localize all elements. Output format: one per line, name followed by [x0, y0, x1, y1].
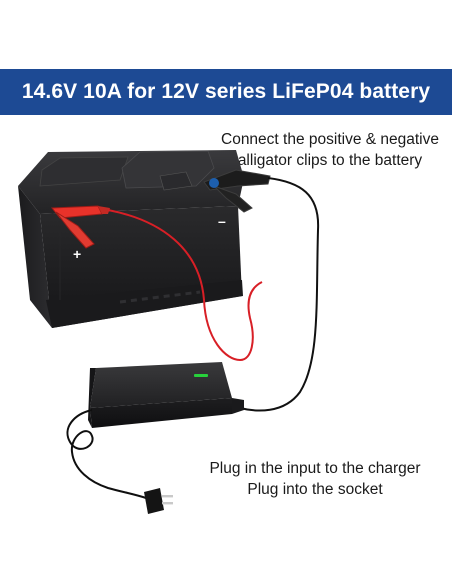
banner-title: 14.6V 10A for 12V series LiFeP04 battery	[21, 80, 431, 103]
negative-alligator-clip	[203, 169, 271, 213]
charger	[88, 362, 244, 428]
positive-wire	[107, 209, 263, 362]
positive-alligator-clip	[50, 205, 110, 249]
input-cable	[66, 409, 147, 499]
connect-instruction: Connect the positive & negative alligato…	[215, 129, 445, 171]
connect-instruction-line-2: alligator clips to the battery	[237, 152, 423, 169]
plug-instruction-line-2: Plug into the socket	[247, 481, 383, 498]
negative-wire	[239, 177, 320, 412]
plug-instruction: Plug in the input to the charger Plug in…	[195, 458, 435, 500]
battery	[18, 150, 244, 328]
negative-terminal-symbol: –	[218, 213, 226, 229]
plug-instruction-line-1: Plug in the input to the charger	[209, 460, 421, 477]
positive-terminal-symbol: +	[73, 246, 81, 262]
title-banner: 14.6V 10A for 12V series LiFeP04 battery	[0, 69, 452, 115]
connect-instruction-line-1: Connect the positive & negative	[221, 131, 439, 148]
power-plug	[144, 488, 173, 514]
charger-led	[194, 374, 208, 377]
